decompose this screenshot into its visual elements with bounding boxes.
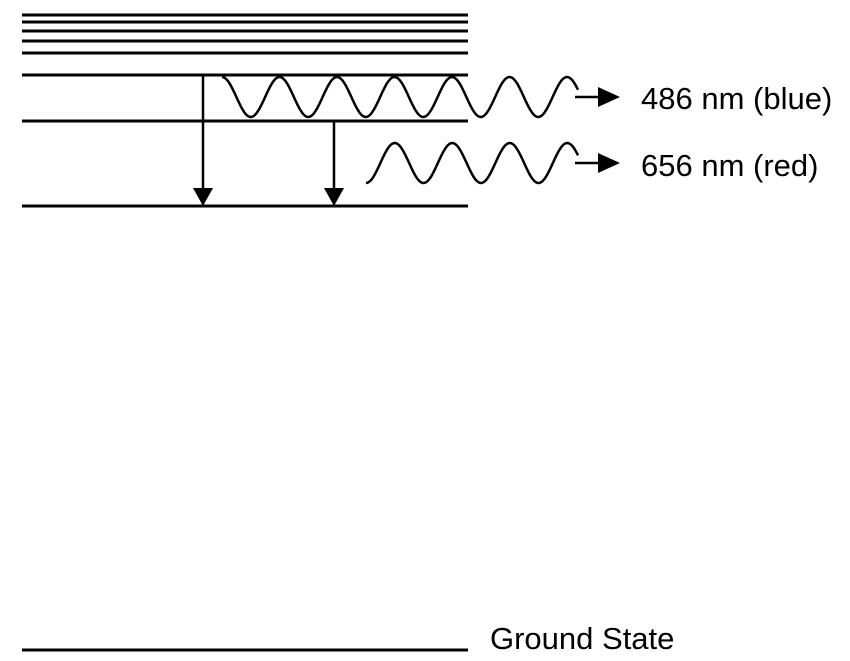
- upper-level-cluster: [22, 13, 468, 55]
- transition-arrow-656: [324, 121, 344, 206]
- photon-label-486: 486 nm (blue): [641, 81, 832, 116]
- ground-state-label: Ground State: [490, 621, 674, 656]
- transition-arrow-486: [193, 75, 213, 206]
- photon-arrow-656: [575, 153, 620, 173]
- photon-wave-656: [365, 141, 580, 185]
- photon-label-656: 656 nm (red): [641, 148, 818, 183]
- photon-wave-486: [221, 75, 580, 119]
- photon-arrow-486: [575, 87, 620, 107]
